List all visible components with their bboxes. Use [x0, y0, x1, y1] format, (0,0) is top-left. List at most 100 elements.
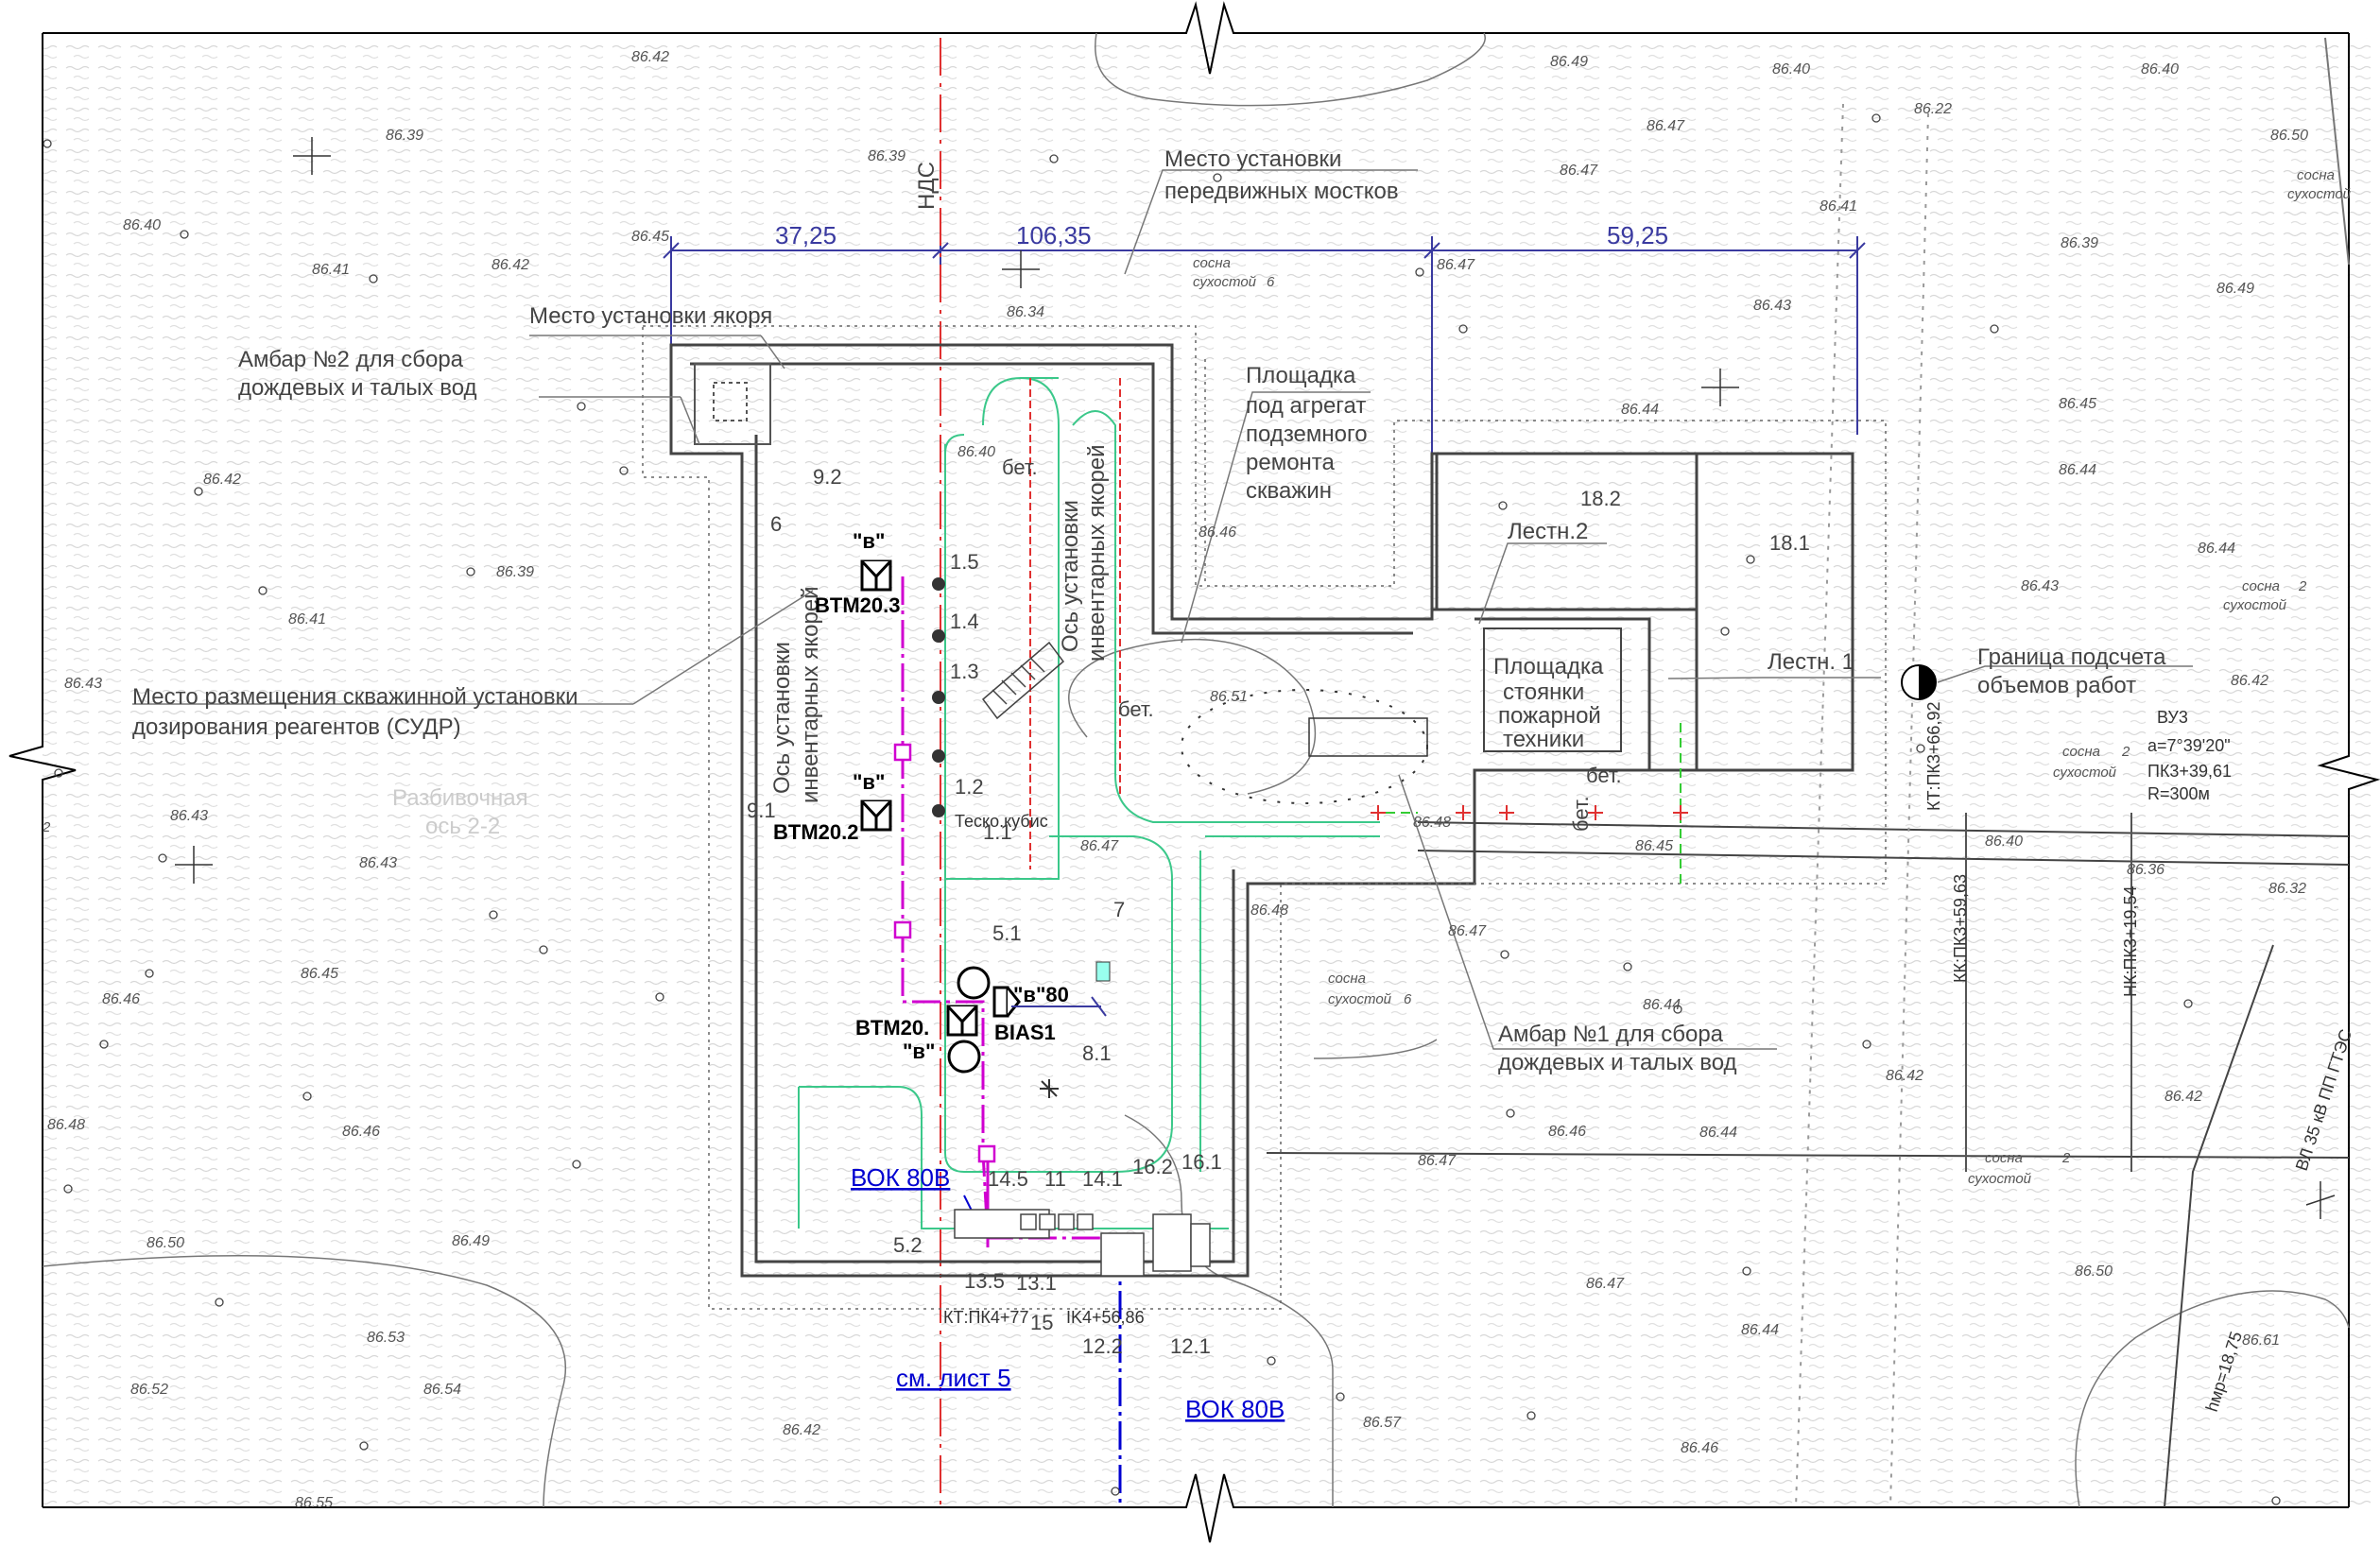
num-16-1: 16.1 — [1181, 1150, 1222, 1174]
svg-text:86.39: 86.39 — [496, 564, 534, 580]
svg-text:86.22: 86.22 — [1914, 101, 1952, 117]
terrain-dots — [43, 113, 2281, 1505]
svg-text:сухостой: сухостой — [1968, 1171, 2032, 1187]
platform-unit-line1: Площадка — [1246, 363, 1356, 388]
v-mark-3: "в" — [903, 1040, 935, 1063]
building-18-1 — [1695, 452, 1854, 772]
picket-kt1: КТ:ПК4+77 — [943, 1308, 1028, 1327]
svg-text:2: 2 — [2061, 1150, 2071, 1166]
ndc-axis-label: НДС — [914, 162, 940, 210]
num-1-2: 1.2 — [955, 775, 984, 799]
platform-unit-line5: скважин — [1246, 478, 1332, 504]
drawing-frame — [9, 1, 2380, 1543]
bet-2: бет. — [1118, 697, 1154, 721]
btm203-label: BTM20.3 — [815, 593, 900, 617]
dimension-3: 59,25 — [1607, 221, 1668, 249]
num-9-2: 9.2 — [813, 465, 842, 489]
svg-text:86.44: 86.44 — [1699, 1125, 1737, 1141]
num-14-5: 14.5 — [988, 1167, 1028, 1191]
svg-text:сухостой: сухостой — [1328, 991, 1392, 1007]
access-roads — [798, 376, 1380, 1229]
staircase-lestn-3 — [981, 641, 1065, 720]
svg-text:86.40: 86.40 — [2141, 61, 2179, 77]
svg-text:86.43: 86.43 — [359, 855, 397, 871]
vu3-angle: a=7°39'20" — [2147, 736, 2231, 755]
vu3-title: ВУ3 — [2157, 708, 2188, 727]
num-14-1: 14.1 — [1082, 1167, 1123, 1191]
svg-text:86.44: 86.44 — [1741, 1322, 1779, 1338]
svg-text:86.42: 86.42 — [2164, 1089, 2202, 1105]
svg-text:86.39: 86.39 — [868, 148, 905, 164]
svg-text:сухостой: сухостой — [2053, 765, 2117, 781]
svg-text:86.49: 86.49 — [2216, 281, 2254, 297]
v-mark-2: "в" — [853, 770, 885, 794]
svg-text:86.42: 86.42 — [203, 472, 241, 488]
svg-text:сосна: сосна — [1328, 971, 1366, 987]
svg-text:86.52: 86.52 — [130, 1382, 168, 1398]
barn2-line1: Амбар №2 для сбора — [238, 347, 464, 372]
red-guides — [1029, 378, 1121, 869]
bias-symbol — [992, 986, 1021, 1018]
anchor-box — [694, 363, 771, 445]
bias1-label: BIAS1 — [994, 1021, 1056, 1044]
picket-ik4: IK4+56,86 — [1066, 1308, 1145, 1327]
svg-text:86.43: 86.43 — [1753, 298, 1791, 314]
svg-text:сосна: сосна — [1193, 255, 1231, 271]
svg-text:86.46: 86.46 — [1548, 1124, 1586, 1140]
svg-text:86.43: 86.43 — [64, 676, 102, 692]
vu3-radius: R=300м — [2147, 784, 2210, 803]
picket-kkpk3: КК:ПК3+59,63 — [1951, 874, 1970, 983]
svg-text:86.48: 86.48 — [1413, 815, 1451, 831]
dosing-line2: дозирования реагентов (СУДР) — [132, 714, 461, 740]
barn1-line1: Амбар №1 для сбора — [1498, 1022, 1724, 1047]
svg-text:86.42: 86.42 — [783, 1422, 820, 1438]
bet-1: бет. — [1002, 456, 1038, 479]
num-7: 7 — [1113, 898, 1125, 921]
svg-text:2: 2 — [42, 819, 51, 835]
svg-text:86.39: 86.39 — [2061, 235, 2098, 251]
svg-text:86.45: 86.45 — [2059, 396, 2096, 412]
bet-3: бет. — [1586, 764, 1622, 787]
num-5-1: 5.1 — [992, 921, 1022, 945]
razbiv-line2: ось 2-2 — [425, 814, 500, 839]
svg-text:2: 2 — [2298, 578, 2307, 594]
boundary-line1: Граница подсчета — [1977, 645, 2166, 670]
num-15: 15 — [1030, 1311, 1053, 1334]
svg-text:86.47: 86.47 — [1448, 923, 1487, 939]
svg-text:86.55: 86.55 — [295, 1495, 333, 1511]
svg-text:сосна: сосна — [2062, 744, 2100, 760]
axis-anchors-right-2: инвентарных якорей — [1084, 444, 1110, 662]
tree-notes: сосна сухостой 6 сосна сухостой 2 сосна … — [42, 167, 2352, 1187]
svg-text:86.46: 86.46 — [1199, 524, 1236, 541]
fire-platform-box — [1483, 627, 1622, 752]
barn1-line2: дождевых и талых вод — [1498, 1050, 1737, 1075]
svg-text:86.42: 86.42 — [2231, 673, 2268, 689]
v80-label: "в"80 — [1013, 983, 1069, 1006]
svg-text:86.46: 86.46 — [1681, 1440, 1718, 1456]
platform-unit-line2: под агрегат — [1246, 393, 1366, 419]
dimension-2: 106,35 — [1016, 221, 1092, 249]
barn2-line2: дождевых и талых вод — [238, 375, 477, 401]
vok-top-label: ВОК 80В — [851, 1163, 950, 1192]
svg-text:86.47: 86.47 — [1560, 163, 1598, 179]
num-9-1: 9.1 — [747, 799, 776, 822]
svg-text:86.42: 86.42 — [492, 257, 529, 273]
item-8-1-cross — [1040, 1079, 1059, 1098]
svg-text:86.61: 86.61 — [2242, 1332, 2280, 1349]
svg-text:6: 6 — [1267, 274, 1275, 290]
num-6: 6 — [770, 512, 782, 536]
stairs2-label: Лестн.2 — [1508, 519, 1588, 544]
dimension-1: 37,25 — [775, 221, 836, 249]
svg-text:86.45: 86.45 — [631, 229, 669, 245]
fire-platform-line3: пожарной — [1498, 703, 1601, 729]
svg-text:86.42: 86.42 — [1886, 1068, 1923, 1084]
svg-text:86.50: 86.50 — [147, 1235, 184, 1251]
svg-text:86.41: 86.41 — [1819, 198, 1857, 215]
svg-text:86.40: 86.40 — [1772, 61, 1810, 77]
bet-4: бет. — [1569, 796, 1593, 832]
svg-text:86.40: 86.40 — [123, 217, 161, 233]
svg-text:86.49: 86.49 — [1550, 54, 1588, 70]
vu3-pk: ПК3+39,61 — [2147, 762, 2232, 781]
svg-text:86.50: 86.50 — [2075, 1263, 2113, 1280]
num-16-2: 16.2 — [1132, 1155, 1173, 1178]
